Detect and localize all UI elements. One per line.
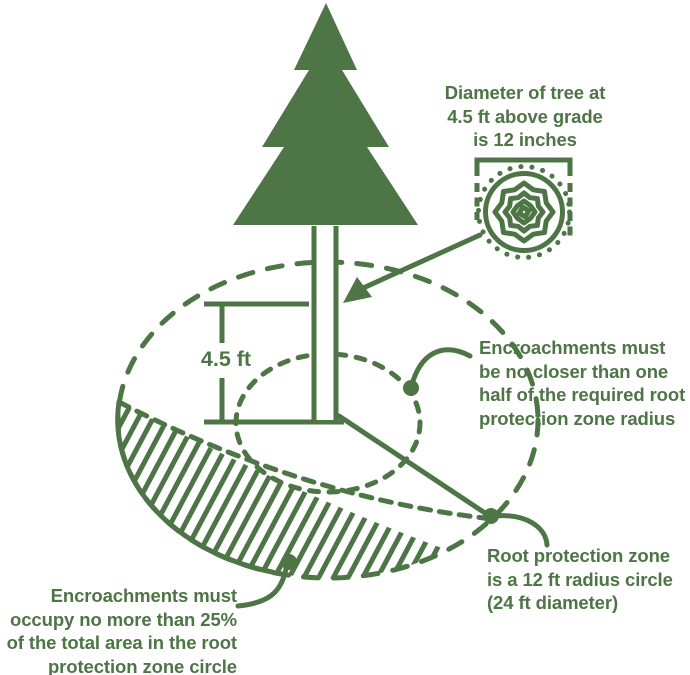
encroachment-area-line: of the total area in the root <box>6 632 238 653</box>
encroachment-distance-line: Encroachments must <box>479 337 666 358</box>
stump-ring-1 <box>492 180 556 244</box>
root-zone-line: (24 ft diameter) <box>487 592 619 613</box>
encroachment-area-line: occupy no more than 25% <box>10 608 237 630</box>
diameter-callout-bracket <box>474 157 573 240</box>
stump-scalloped-edge <box>476 164 572 260</box>
stump-outer-ring <box>483 171 565 253</box>
encroachment-distance-line: be no closer than one <box>479 360 669 382</box>
callout-dot-zone-edge <box>483 508 499 524</box>
hatched-encroachment-area <box>115 399 487 579</box>
tree-rings-icon <box>476 164 572 260</box>
encroachment-distance-line: half of the required root <box>479 384 686 405</box>
callout-dot-hatched-area <box>281 554 297 570</box>
trunk-height-label: 4.5 ft <box>200 347 252 371</box>
callout-dot-half-radius <box>403 380 419 396</box>
root-zone-line: Root protection zone <box>487 545 670 566</box>
root-zone-annotation: Root protection zone is a 12 ft radius c… <box>487 544 690 615</box>
stump-ring-3 <box>510 198 538 226</box>
tree-trunk <box>311 226 339 421</box>
radius-line <box>336 413 494 520</box>
crescent-outer-arc <box>115 399 275 575</box>
encroachment-area-annotation: Encroachments must occupy no more than 2… <box>2 584 238 675</box>
arrowhead <box>343 277 372 303</box>
root-zone-line: is a 12 ft radius circle <box>487 568 673 590</box>
callout-hook-hatched-area <box>235 566 289 609</box>
callout-hook-zone-edge <box>491 513 550 548</box>
diameter-annotation: Diameter of tree at 4.5 ft above grade i… <box>420 81 630 152</box>
encroachment-distance-line: protection zone radius <box>479 407 676 429</box>
conifer-tree-icon <box>233 3 418 225</box>
diameter-annotation-line: is 12 inches <box>473 129 577 150</box>
stump-center <box>516 204 532 220</box>
diameter-annotation-line: Diameter of tree at <box>444 82 606 103</box>
encroachment-area-line: Encroachments must <box>50 585 237 606</box>
trunk-height-dimension <box>204 301 344 425</box>
callout-hook-half-radius <box>410 347 473 384</box>
encroachment-area-line: protection zone circle <box>47 655 237 675</box>
diameter-arrow <box>343 232 483 303</box>
encroachment-distance-annotation: Encroachments must be no closer than one… <box>479 336 690 430</box>
stump-ring-2 <box>502 190 546 234</box>
diameter-annotation-line: 4.5 ft above grade <box>447 105 603 127</box>
